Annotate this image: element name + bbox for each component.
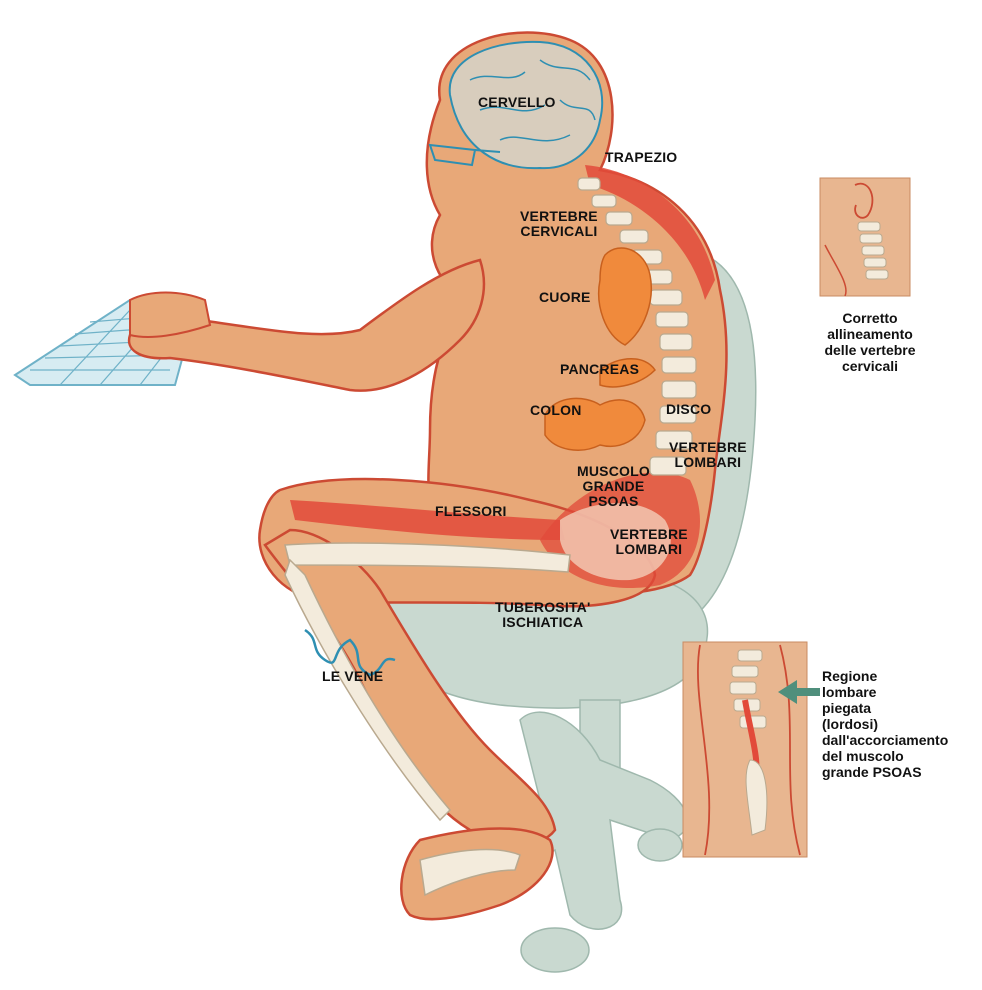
arrow-right-icon bbox=[778, 680, 820, 704]
label-le-vene: LE VENE bbox=[322, 668, 384, 684]
veins bbox=[304, 628, 396, 677]
pancreas bbox=[599, 358, 656, 388]
caption-cervical-inset: Corretto allineamento delle vertebre cer… bbox=[824, 310, 916, 374]
flexor-muscle bbox=[290, 500, 565, 540]
body-arm bbox=[127, 258, 486, 392]
label-colon: COLON bbox=[530, 402, 582, 418]
brain bbox=[448, 40, 604, 170]
leg-bones bbox=[284, 542, 571, 897]
body-hand bbox=[129, 291, 212, 338]
label-trapezio: TRAPEZIO bbox=[605, 149, 678, 165]
colon bbox=[544, 397, 646, 451]
label-disco: DISCO bbox=[666, 401, 712, 417]
chair-wheel bbox=[637, 828, 683, 862]
caption-lumbar-inset: Regione lombare piegata (lordosi) dall'a… bbox=[822, 668, 949, 780]
tibia bbox=[284, 558, 452, 822]
heart bbox=[598, 247, 652, 346]
chair-wheel bbox=[520, 927, 590, 973]
organs bbox=[544, 247, 656, 451]
label-vertebre-lombari-upper: VERTEBRE LOMBARI bbox=[669, 439, 747, 470]
label-flessori: FLESSORI bbox=[435, 503, 507, 519]
label-pancreas: PANCREAS bbox=[560, 361, 640, 377]
femur bbox=[284, 542, 571, 573]
label-vertebre-lombari-lower: VERTEBRE LOMBARI bbox=[610, 526, 688, 557]
label-muscolo-psoas: MUSCOLO GRANDE PSOAS bbox=[577, 463, 650, 509]
foot-bones bbox=[419, 848, 521, 897]
spine bbox=[577, 177, 697, 476]
inset-cervical bbox=[819, 177, 911, 297]
label-vertebre-cervicali: VERTEBRE CERVICALI bbox=[520, 208, 598, 239]
pelvis bbox=[560, 503, 671, 581]
label-cervello: CERVELLO bbox=[478, 94, 556, 110]
inset-lumbar bbox=[682, 641, 808, 858]
label-cuore: CUORE bbox=[539, 289, 591, 305]
label-tuberosita: TUBEROSITA' ISCHIATICA bbox=[495, 599, 591, 630]
human-body bbox=[127, 31, 728, 921]
glasses-icon bbox=[428, 143, 501, 167]
